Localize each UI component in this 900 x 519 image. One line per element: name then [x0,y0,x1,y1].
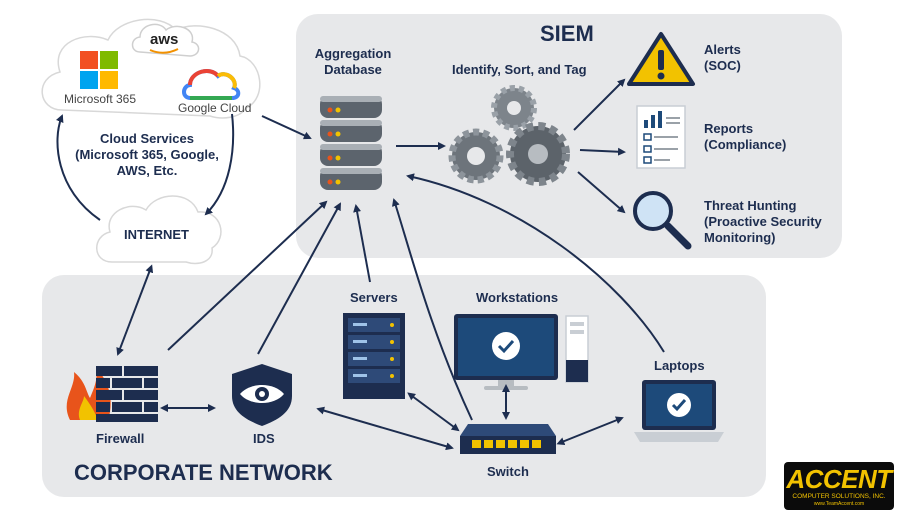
laptop-icon [634,380,724,442]
reports-label: Reports (Compliance) [704,121,787,152]
logo-wordmark: ACCENT [786,464,892,494]
arrow-firewall-to-database [167,200,328,351]
laptops-label: Laptops [654,358,705,373]
microsoft-365-logo-icon [80,51,118,89]
identify-sort-tag-label: Identify, Sort, and Tag [452,62,587,77]
arrow-cloud-to-database [261,115,312,140]
arrow-switch-to-database [392,198,473,421]
arrow-gears-to-threat [577,171,626,214]
firewall-label: Firewall [96,431,145,446]
arrow-internet-firewall [116,264,154,356]
threat-hunting-label: Threat Hunting (Proactive Security Monit… [704,198,822,245]
google-cloud-logo-icon [182,69,241,100]
arrow-servers-switch [407,392,460,432]
magnifier-icon [633,191,692,250]
connection-arrows [56,78,665,451]
servers-rack-icon [343,313,405,399]
arrow-servers-to-database [353,204,371,283]
ids-label: IDS [253,431,275,446]
arrow-internet-to-cloud [56,114,101,221]
alerts-label: Alerts (SOC) [704,42,741,73]
firewall-icon [66,366,158,422]
arrow-switch-laptop [556,416,624,445]
arrow-gears-to-reports [579,147,626,156]
microsoft-365-label: Microsoft 365 [64,92,137,106]
network-switch-icon [460,424,556,454]
internet-label: INTERNET [124,227,189,242]
accent-logo: ACCENT COMPUTER SOLUTIONS, INC. www.Team… [784,462,894,510]
arrow-ids-switch [316,406,454,451]
servers-label: Servers [350,290,398,305]
internet-cloud-shape [96,195,222,265]
arrow-ids-to-database [257,202,341,355]
workstation-tower-icon [565,315,589,383]
ids-shield-eye-icon [232,364,292,426]
report-document-icon [636,105,686,169]
workstation-monitor-icon [454,314,558,390]
arrow-cloud-to-internet [204,113,235,216]
google-cloud-label: Google Cloud [178,101,252,115]
alert-warning-icon [627,32,695,86]
corporate-network-title: CORPORATE NETWORK [74,460,333,485]
logo-url: www.TeamAccent.com [813,501,865,507]
aws-label: aws [150,31,179,48]
arrow-gears-to-alerts [573,78,626,131]
aggregation-database-label: Aggregation Database [314,46,392,77]
workstations-label: Workstations [476,290,559,305]
gears-icon [448,85,570,186]
arrow-laptops-to-database [406,173,665,353]
database-icon [320,96,382,190]
aws-logo-icon [131,23,200,57]
cloud-services-label: Cloud Services (Microsoft 365, Google, A… [75,131,219,178]
switch-label: Switch [487,464,529,479]
logo-subtitle: COMPUTER SOLUTIONS, INC. [792,493,886,500]
siem-title: SIEM [540,21,594,46]
siem-panel [296,14,842,258]
